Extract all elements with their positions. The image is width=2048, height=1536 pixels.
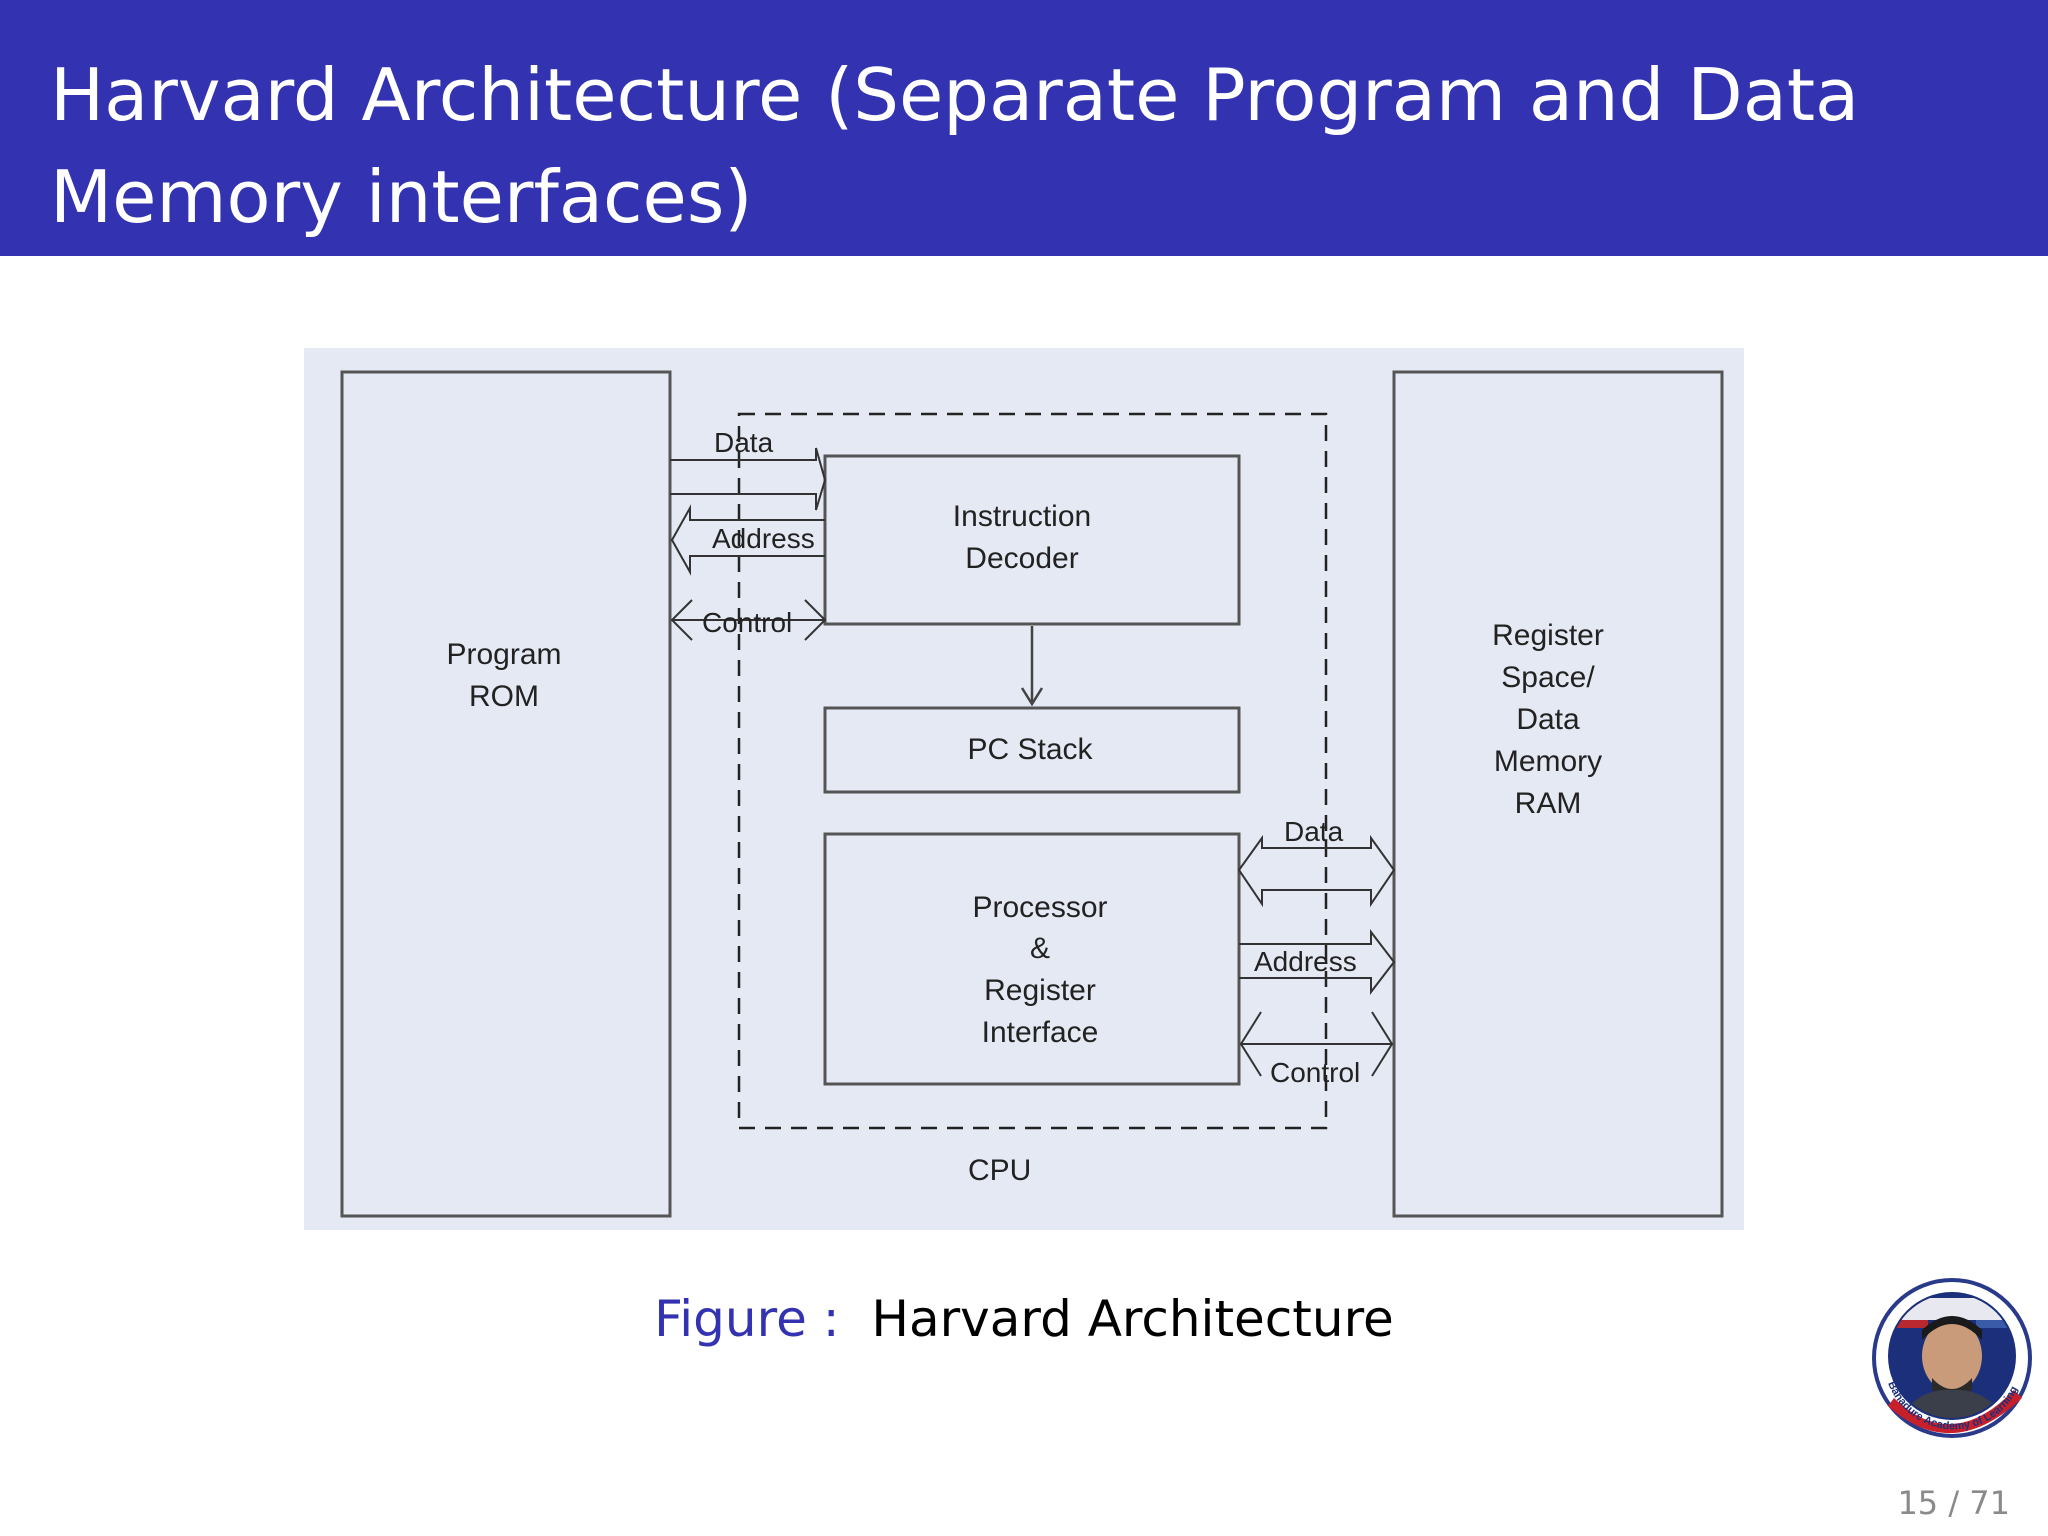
rom-address-bus-arrow: [670, 504, 825, 576]
rom-control-bus-arrow: [670, 599, 827, 641]
data-memory-label-2: Space/: [1501, 661, 1595, 694]
instruction-decoder-label-1: Instruction: [953, 500, 1091, 533]
instruction-decoder-box: [823, 454, 1241, 626]
program-rom-box: [340, 370, 672, 1218]
slide-header: Harvard Architecture (Separate Program a…: [0, 0, 2048, 256]
page-current: 15: [1897, 1484, 1939, 1522]
cpu-label: CPU: [968, 1154, 1031, 1187]
ram-address-bus-label: Address: [1254, 946, 1357, 977]
data-memory-label-3: Data: [1516, 703, 1580, 736]
avatar-face: [1922, 1320, 1982, 1392]
figure-caption: Figure : Harvard Architecture: [0, 1290, 2048, 1348]
slide-title: Harvard Architecture (Separate Program a…: [50, 53, 1860, 239]
ram-data-bus-label: Data: [1284, 816, 1344, 847]
rom-address-bus-label: Address: [712, 523, 815, 554]
caption-label: Figure :: [654, 1290, 840, 1348]
rom-data-bus-label: Data: [714, 427, 774, 458]
page-number: 15 / 71: [1897, 1484, 2010, 1522]
data-memory-label-1: Register: [1492, 619, 1604, 652]
academy-logo: Bahadure Academy of Learning: [1872, 1278, 2032, 1438]
processor-label-1: Processor: [972, 891, 1107, 924]
caption-text: Harvard Architecture: [871, 1290, 1394, 1348]
pc-stack-box: [823, 706, 1241, 794]
rom-control-bus-label: Control: [702, 607, 792, 638]
processor-label-3: Register: [984, 974, 1096, 1007]
processor-interface-box: [823, 832, 1241, 1086]
ram-address-bus-arrow: [1239, 929, 1396, 995]
pc-stack-label: PC Stack: [967, 733, 1093, 766]
instruction-decoder-label-2: Decoder: [965, 542, 1078, 575]
rom-data-bus-arrow: [670, 447, 827, 511]
harvard-architecture-figure: .box { fill: none; stroke: #555; stroke-…: [304, 348, 1744, 1230]
ram-data-bus-arrow: [1237, 834, 1396, 908]
processor-label-2: &: [1030, 932, 1050, 965]
data-memory-label-4: Memory: [1494, 745, 1602, 778]
page-total: 71: [1969, 1484, 2010, 1522]
data-memory-label-5: RAM: [1515, 787, 1582, 820]
ram-control-bus-label: Control: [1270, 1057, 1360, 1088]
program-rom-label-1: Program: [446, 638, 561, 671]
data-memory-box: [1392, 370, 1724, 1218]
ram-control-bus-arrow: [1239, 1011, 1394, 1077]
processor-label-4: Interface: [982, 1016, 1099, 1049]
program-rom-label-2: ROM: [469, 680, 539, 713]
architecture-diagram: .box { fill: none; stroke: #555; stroke-…: [340, 370, 1724, 1218]
cpu-boundary: [737, 412, 1328, 1130]
page-separator: /: [1938, 1484, 1970, 1522]
